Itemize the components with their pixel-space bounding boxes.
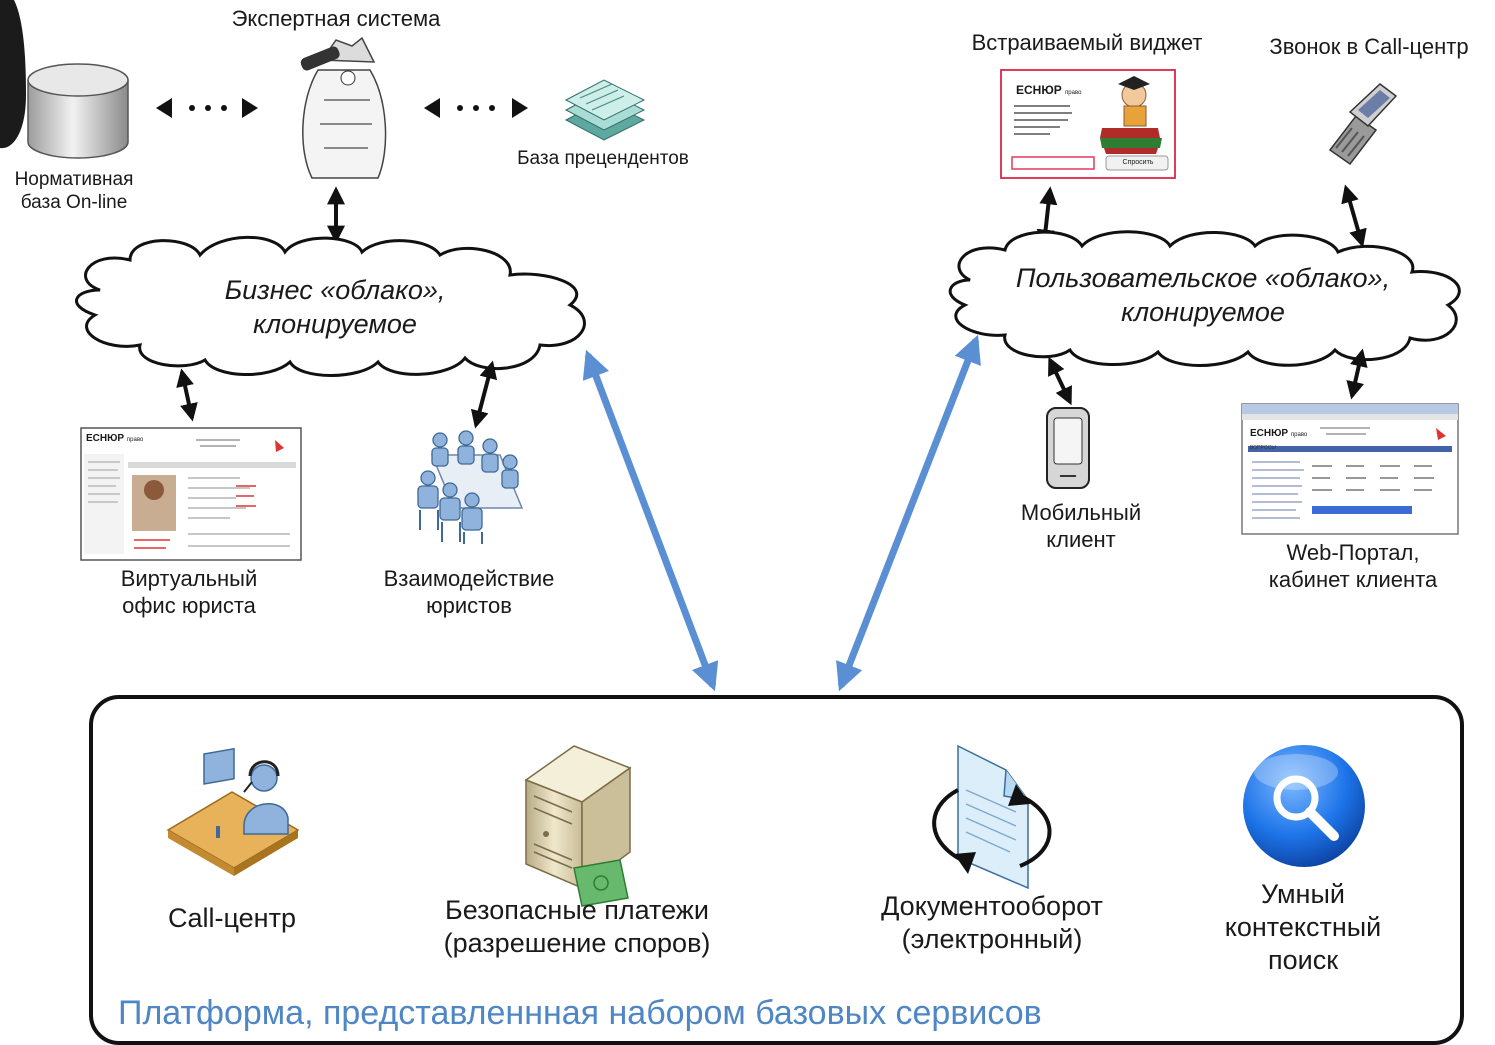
arrow-cloud-mobile: [1048, 356, 1072, 406]
widget-screenshot: [1000, 69, 1176, 179]
mobile-device-icon: [1046, 407, 1090, 489]
office-brand: ЕСНЮР право: [86, 433, 144, 444]
business-cloud-shape: [75, 235, 586, 377]
precedent-stack-icon: [564, 79, 646, 141]
portal-tab: ВОПРОСЫ: [1250, 445, 1276, 451]
dotted-arrow-right: [424, 98, 528, 118]
search-sphere-icon: [1243, 745, 1365, 867]
virtual-office-screenshot: [80, 427, 302, 561]
search-service-label: Умный контекстный поиск: [1224, 879, 1382, 975]
flip-phone-icon: [1328, 83, 1398, 166]
payments-service-label: Безопасные платежи (разрешение споров): [443, 895, 711, 958]
document-cycle-icon: [932, 744, 1052, 890]
database-cylinder-icon: [27, 63, 129, 159]
arrow-user-platform: [836, 334, 981, 692]
normative-base-label: Нормативная база On-line: [14, 169, 134, 214]
widget-ask-button: Спросить: [1122, 159, 1154, 166]
web-portal-label: Web-Портал, кабинет клиента: [1268, 540, 1438, 592]
platform-box: [89, 695, 1464, 1045]
docflow-service-label: Документооборот (электронный): [881, 891, 1103, 954]
arrow-cloud-lawyers: [470, 360, 498, 429]
portal-brand: ЕСНЮР право: [1250, 428, 1308, 439]
precedent-base-label: База прецендентов: [517, 148, 689, 169]
dotted-arrow-left: [156, 98, 258, 118]
business-cloud-label: Бизнес «облако», клонируемое: [224, 275, 446, 339]
call-center-operator-icon: [166, 747, 300, 876]
mobile-client-label: Мобильный клиент: [1020, 500, 1142, 552]
lawyer-interaction-label: Взаимодействие юристов: [383, 566, 555, 618]
server-payment-icon: [524, 745, 632, 907]
arrow-cloud-portal: [1346, 348, 1368, 400]
arrow-cloud-office: [176, 368, 198, 422]
platform-title: Платформа, представленнная набором базов…: [118, 994, 1042, 1032]
call-center-call-label: Звонок в Call-центр: [1269, 34, 1469, 59]
virtual-office-label: Виртуальный офис юриста: [120, 566, 258, 618]
black-shape-icon: [0, 0, 26, 149]
web-portal-screenshot: [1241, 403, 1459, 535]
arrow-business-platform: [582, 349, 719, 692]
expert-system-label: Экспертная система: [231, 6, 441, 31]
user-cloud-label: Пользовательское «облако», клонируемое: [1015, 263, 1391, 327]
arrow-phone-cloud: [1341, 184, 1367, 248]
call-center-service-label: Call-центр: [168, 903, 296, 933]
lawyers-meeting-icon: [417, 430, 524, 544]
widget-label: Встраиваемый виджет: [971, 30, 1203, 55]
widget-brand: ЕСНЮР право: [1016, 83, 1082, 97]
expert-wizard-icon: [300, 36, 387, 179]
user-cloud-shape: [948, 230, 1461, 367]
